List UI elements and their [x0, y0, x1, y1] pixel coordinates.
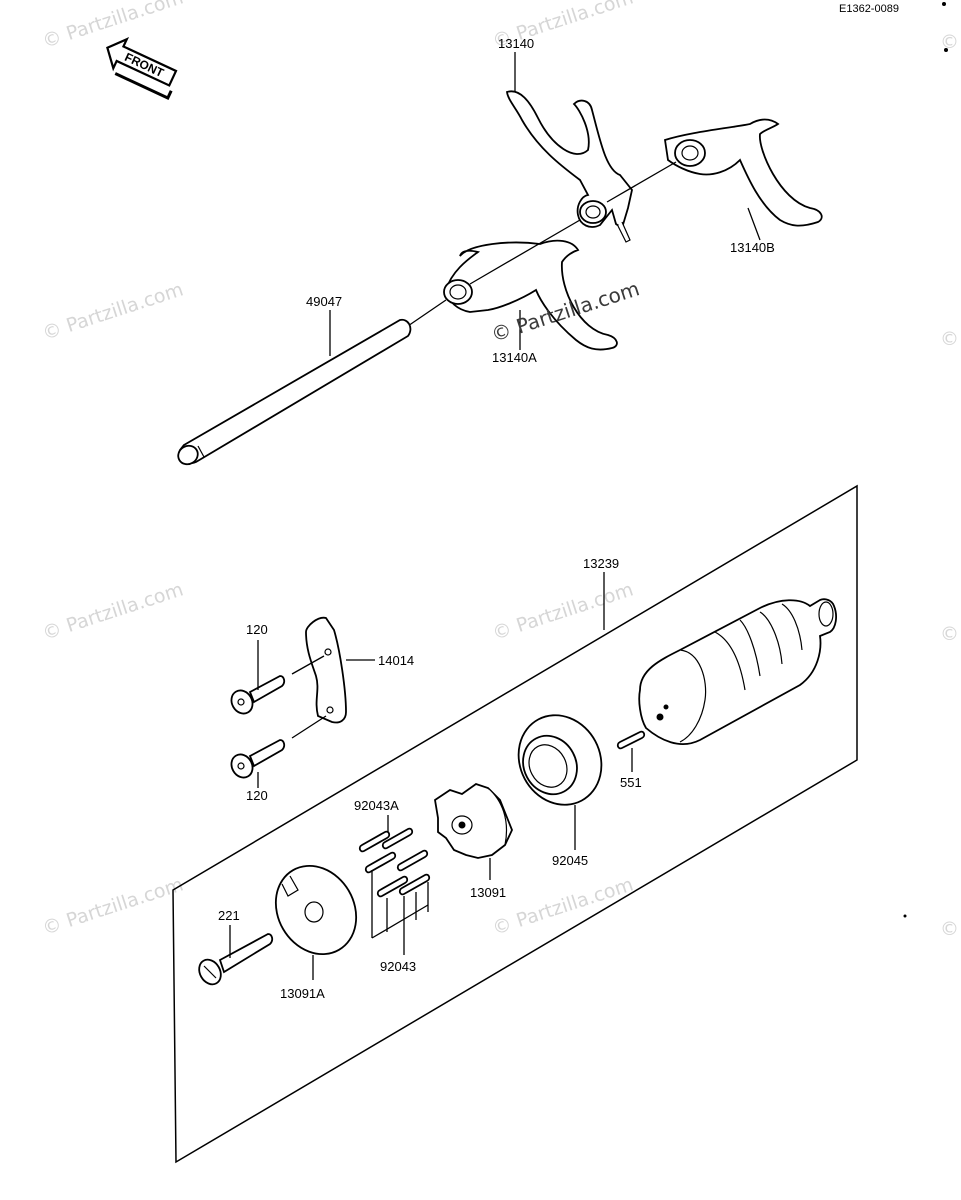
watermark: © Partzilla.com — [490, 579, 636, 645]
watermark: © Partzilla.com — [940, 918, 961, 940]
part-number-551: 551 — [620, 775, 642, 790]
part-number-49047: 49047 — [306, 294, 342, 309]
front-arrow-icon: FRONT — [106, 37, 178, 101]
part-number-120-upper: 120 — [246, 622, 268, 637]
shift-fork-13140B — [663, 118, 823, 227]
leader-line — [747, 207, 761, 241]
drum-assembly-group-box — [172, 484, 858, 1164]
watermark: © Partzilla.com — [490, 874, 636, 940]
holder-plate-13091A — [274, 864, 358, 980]
part-number-13140A: 13140A — [492, 350, 537, 365]
watermark: © Partzilla.com — [40, 579, 186, 645]
stopper-plate-14014 — [305, 616, 375, 724]
bolt-120-lower — [230, 715, 327, 788]
part-number-92043: 92043 — [380, 959, 416, 974]
shift-cam-13091 — [434, 783, 513, 880]
part-number-13091: 13091 — [470, 885, 506, 900]
part-number-13140: 13140 — [498, 36, 534, 51]
shift-rod-49047 — [177, 318, 412, 466]
screw-221 — [198, 925, 274, 986]
part-number-92045: 92045 — [552, 853, 588, 868]
front-label: FRONT — [123, 50, 167, 80]
part-number-92043A: 92043A — [354, 798, 399, 813]
part-number-13140B: 13140B — [730, 240, 775, 255]
shift-drum-13239 — [638, 598, 837, 745]
watermark: © Partzilla.com — [940, 31, 961, 53]
shaft-axis-line — [606, 161, 677, 203]
shaft-axis-line — [404, 299, 447, 329]
diagram-code: E1362-0089 — [839, 3, 899, 15]
part-number-13239: 13239 — [583, 556, 619, 571]
bearing-92045 — [517, 714, 603, 850]
watermark: © Partzilla.com — [40, 874, 186, 940]
watermark: © Partzilla.com — [940, 328, 961, 350]
part-number-120-lower: 120 — [246, 788, 268, 803]
watermark: © Partzilla.com — [40, 279, 186, 345]
shift-fork-13140A — [443, 239, 618, 351]
shift-fork-13140 — [506, 90, 633, 243]
watermark: © Partzilla.com — [940, 623, 961, 645]
bolt-120-upper — [230, 640, 325, 715]
part-number-221: 221 — [218, 908, 240, 923]
part-number-13091A: 13091A — [280, 986, 325, 1001]
pin-551 — [616, 730, 646, 772]
watermark-layer: © Partzilla.com © Partzilla.com © Partzi… — [40, 0, 961, 940]
part-number-14014: 14014 — [378, 653, 414, 668]
shaft-axis-line — [469, 219, 581, 285]
pins-92043 — [358, 815, 431, 955]
